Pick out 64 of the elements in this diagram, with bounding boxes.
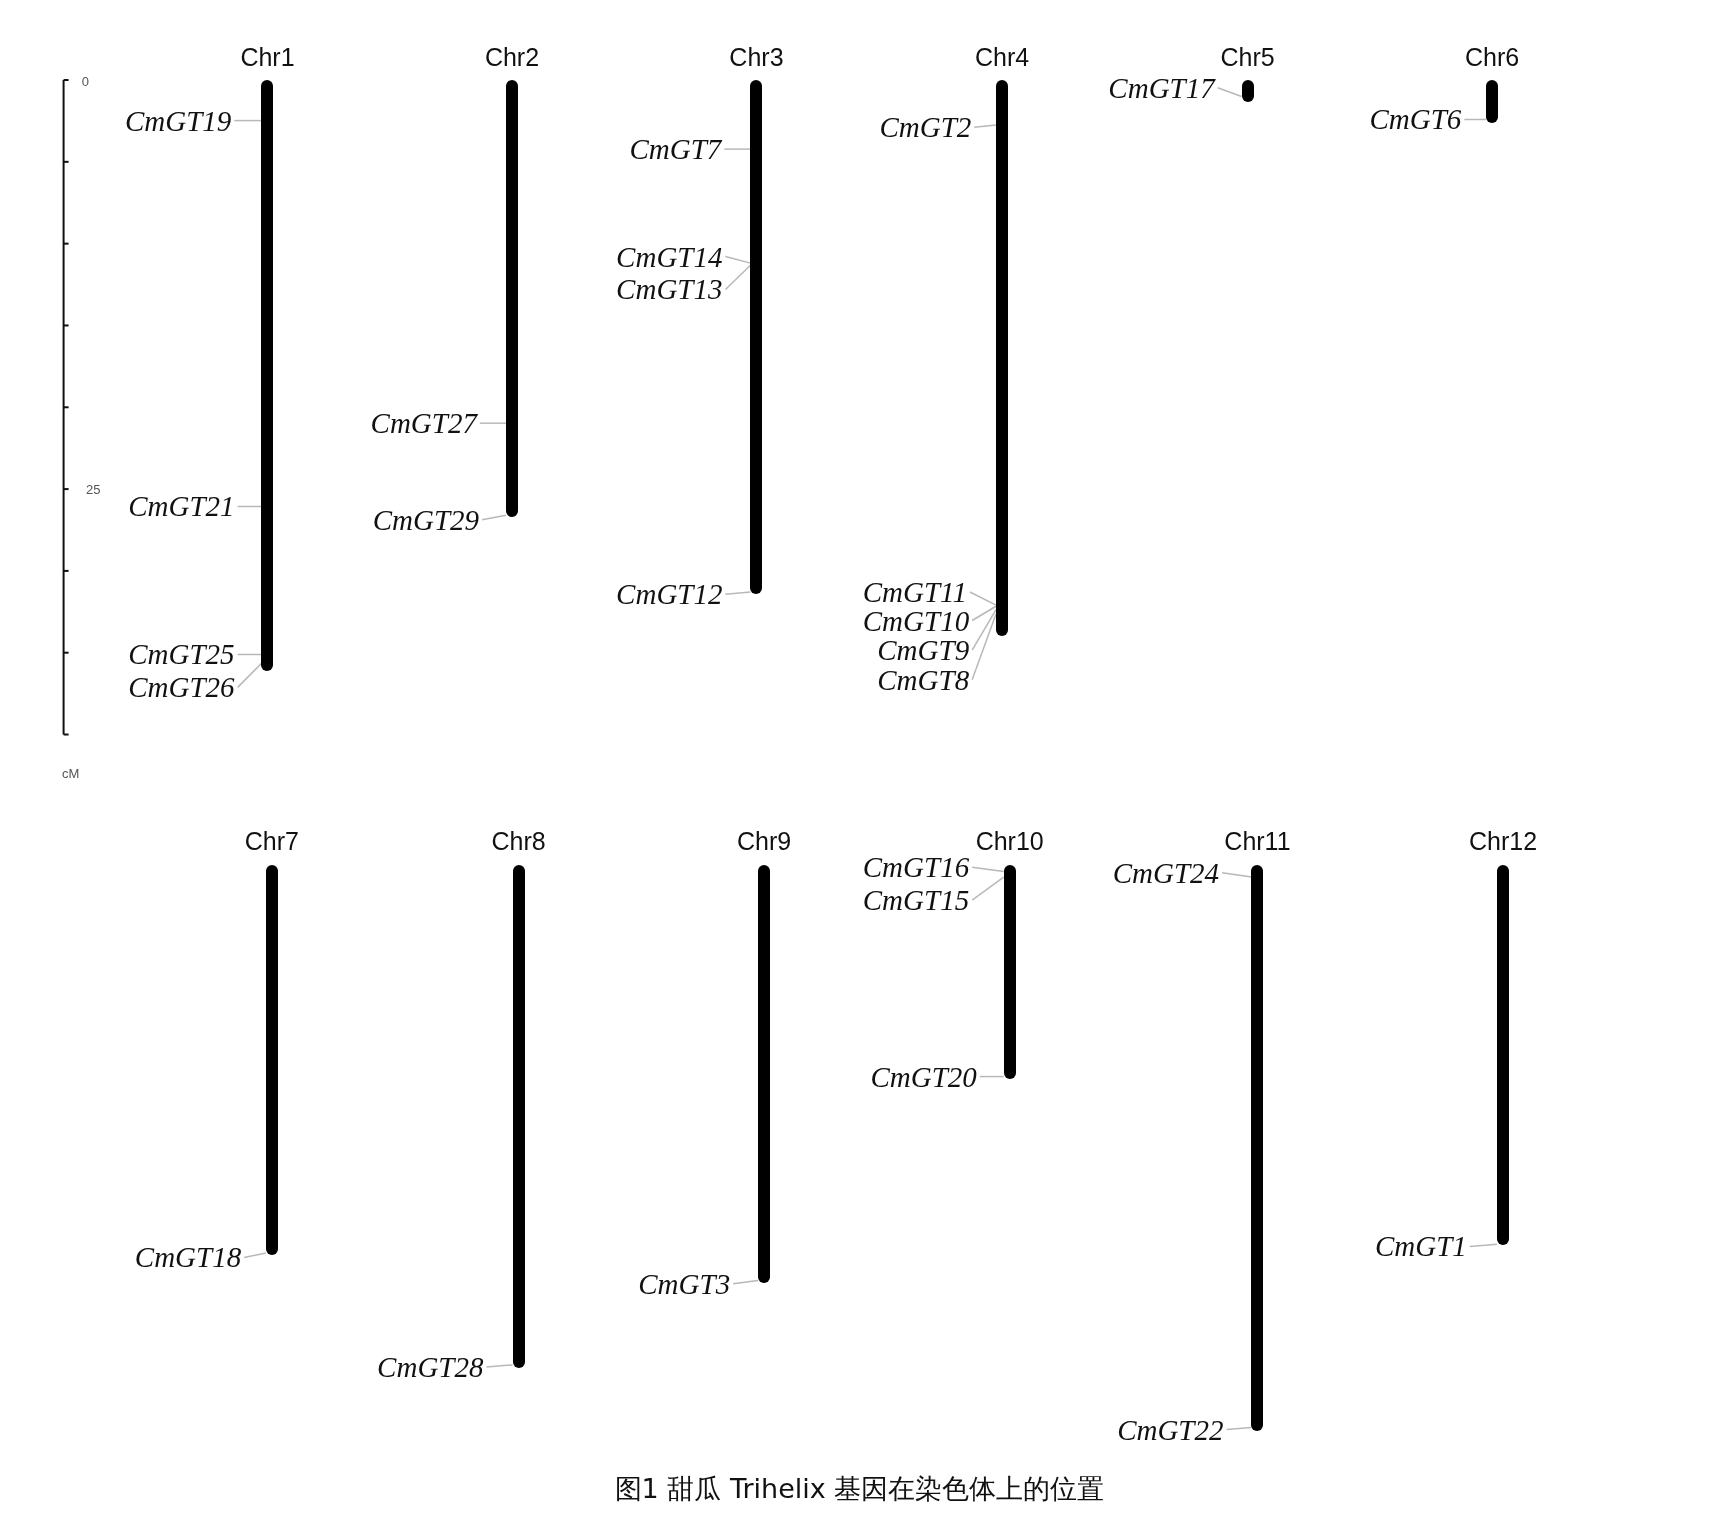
chromosome-label: Chr9: [736, 826, 793, 855]
gene-label: CmGT20: [870, 1060, 977, 1093]
gene-label: CmGT28: [377, 1351, 484, 1384]
chromosome-label: Chr10: [974, 826, 1045, 855]
gene-label: CmGT29: [372, 503, 480, 536]
gene-label: CmGT27: [370, 407, 477, 440]
gene-label: CmGT25: [128, 638, 235, 671]
gene-label: CmGT12: [616, 578, 723, 611]
chromosome-label: Chr12: [1467, 826, 1539, 855]
gene-label: CmGT17: [1108, 71, 1215, 104]
scale-label: cM: [61, 766, 80, 782]
gene-label: CmGT6: [1369, 103, 1462, 136]
gene-label: CmGT3: [638, 1267, 731, 1300]
chromosome-label: Chr8: [490, 826, 547, 855]
gene-label: CmGT16: [862, 851, 970, 884]
figure-caption: 图1 甜瓜 Trihelix 基因在染色体上的位置: [613, 1472, 1106, 1506]
leader-line: [1469, 1243, 1498, 1248]
leader-line: [724, 255, 752, 264]
leader-line: [236, 653, 263, 656]
chromosome-label: Chr11: [1223, 826, 1292, 855]
leader-line: [236, 662, 263, 689]
leader-line: [724, 264, 752, 291]
gene-label: CmGT19: [124, 104, 232, 137]
gene-label: CmGT1: [1375, 1230, 1467, 1263]
chromosome-label: Chr7: [243, 826, 300, 855]
gene-label: CmGT2: [879, 111, 972, 144]
leader-line: [1225, 1426, 1253, 1431]
leader-line: [236, 505, 263, 508]
chromosome-label: Chr2: [483, 43, 541, 71]
leader-line: [724, 591, 752, 595]
chromosome-label: Chr1: [239, 43, 296, 71]
gene-label: CmGT24: [1112, 856, 1220, 889]
leader-line: [732, 1279, 759, 1285]
leader-line: [971, 608, 997, 651]
leader-line: [481, 514, 507, 521]
scale-label: 25: [86, 482, 101, 499]
leader-line: [971, 605, 997, 622]
gene-label: CmGT15: [862, 884, 970, 917]
chromosome-label: Chr6: [1463, 43, 1521, 71]
chromosome-label: Chr4: [973, 43, 1031, 71]
leader-line: [1216, 86, 1243, 98]
leader-line: [971, 866, 1005, 873]
leader-line: [243, 1252, 267, 1259]
leader-line: [973, 124, 997, 128]
gene-label: CmGT7: [629, 133, 722, 166]
scale-label: 0: [81, 74, 89, 91]
leader-line: [723, 148, 752, 150]
leader-line: [971, 613, 997, 681]
leader-line: [1221, 871, 1253, 878]
gene-label: CmGT26: [128, 671, 235, 704]
chromosome-label: Chr3: [728, 43, 785, 71]
leader-line: [233, 119, 263, 122]
gene-label: CmGT18: [134, 1241, 242, 1274]
leader-line: [1463, 118, 1487, 121]
leader-line: [971, 876, 1005, 901]
gene-label: CmGT13: [616, 273, 723, 306]
chromosome-label: Chr5: [1219, 43, 1276, 71]
leader-line: [485, 1364, 514, 1368]
leader-line: [969, 591, 997, 606]
leader-line: [479, 422, 507, 424]
gene-label: CmGT14: [616, 240, 723, 273]
gene-label: CmGT22: [1117, 1413, 1224, 1446]
gene-label: CmGT21: [128, 490, 235, 523]
leader-line: [979, 1075, 1005, 1078]
